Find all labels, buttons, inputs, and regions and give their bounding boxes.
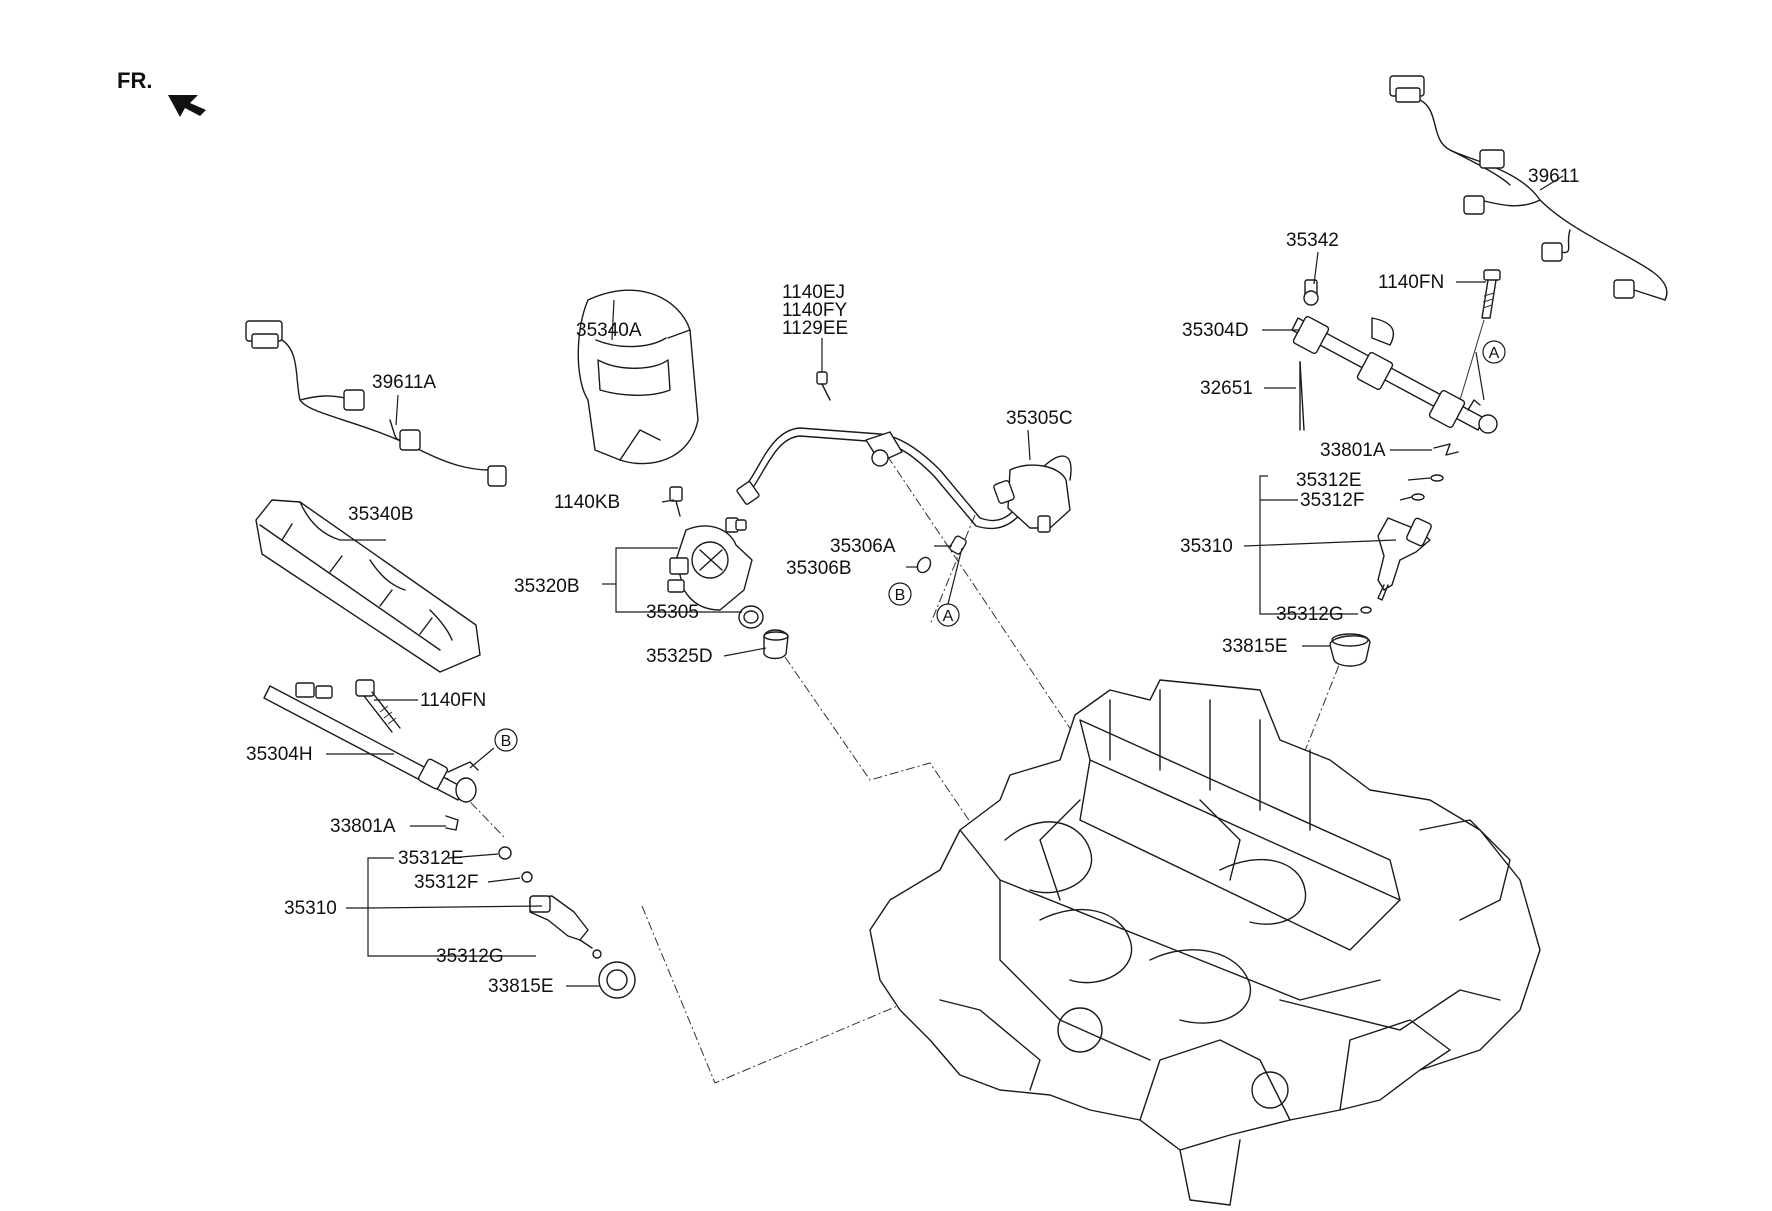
ref-b-rail-circle	[494, 728, 518, 752]
callout-33815e-left: 33815E	[488, 976, 554, 997]
ref-b-pipe-circle	[888, 582, 912, 606]
left-rail-bolt	[355, 679, 401, 733]
high-pressure-pipe	[736, 427, 1072, 533]
ref-b-rail-text: B	[501, 733, 512, 750]
right-wiring-harness	[1389, 75, 1668, 301]
callout-33815e-right: 33815E	[1222, 636, 1288, 657]
reference-markers: A A B B	[494, 340, 1506, 752]
engine-cover-lower	[255, 499, 481, 673]
front-label: FR.	[117, 68, 152, 93]
callout-35304d: 35304D	[1182, 320, 1249, 341]
callout-33801a-right: 33801A	[1320, 440, 1386, 461]
callout-35312g-left: 35312G	[436, 946, 504, 967]
engine-cover-upper	[577, 289, 699, 465]
right-wire	[1299, 361, 1305, 431]
callout-39611a: 39611A	[372, 372, 436, 393]
callout-35312g-right: 35312G	[1276, 604, 1344, 625]
callout-35325d: 35325D	[646, 646, 713, 667]
callout-1140ej: 1140EJ	[782, 282, 845, 303]
high-pressure-pump	[667, 517, 753, 611]
callout-33801a-left: 33801A	[330, 816, 396, 837]
right-fuel-rail	[1291, 279, 1498, 434]
left-wiring-harness	[245, 320, 507, 487]
ref-a-top-circle	[1482, 340, 1506, 364]
ref-a-top-text: A	[1489, 345, 1500, 362]
left-fuel-rail	[263, 682, 479, 803]
pump-oring	[738, 605, 764, 629]
callout-35320b: 35320B	[514, 576, 580, 597]
ref-b-pipe-text: B	[895, 587, 906, 604]
left-injector-parts	[445, 815, 636, 999]
callout-35342: 35342	[1286, 230, 1339, 251]
front-arrow-icon	[168, 95, 206, 117]
callout-35310-left: 35310	[284, 898, 337, 919]
callout-labels: 39611 35342 1140FN 35304D 32651 33801A 3…	[246, 166, 1579, 997]
callout-1140fn-left: 1140FN	[420, 690, 486, 711]
pipe-orings	[916, 535, 967, 574]
callout-35340b: 35340B	[348, 504, 414, 525]
callout-35312e-left: 35312E	[398, 848, 464, 869]
pipe-bolts	[816, 371, 831, 401]
callout-35305c: 35305C	[1006, 408, 1073, 429]
engine-assembly	[869, 679, 1541, 1206]
leader-lines	[326, 251, 1486, 987]
callout-35306b: 35306B	[786, 558, 852, 579]
callout-35312e-right: 35312E	[1296, 470, 1362, 491]
callout-35312f-right: 35312F	[1300, 490, 1364, 511]
pump-lifter	[763, 629, 789, 660]
callout-32651: 32651	[1200, 378, 1253, 399]
callout-39611: 39611	[1528, 166, 1579, 187]
callout-35312f-left: 35312F	[414, 872, 478, 893]
callout-1140fn-right: 1140FN	[1378, 272, 1444, 293]
front-orientation-marker: FR.	[117, 68, 206, 117]
callout-35310-right: 35310	[1180, 536, 1233, 557]
callout-1140kb: 1140KB	[554, 492, 620, 513]
callout-35340a: 35340A	[576, 320, 642, 341]
right-rail-bolt	[1459, 269, 1501, 401]
pump-bolt	[669, 486, 683, 517]
right-injector-parts	[1329, 443, 1459, 667]
callout-1140fy: 1140FY	[782, 300, 847, 321]
callout-35306a: 35306A	[830, 536, 896, 557]
callout-35305: 35305	[646, 602, 699, 623]
callout-35304h: 35304H	[246, 744, 313, 765]
callout-1129ee: 1129EE	[782, 318, 848, 339]
ref-a-pipe-text: A	[943, 608, 954, 625]
